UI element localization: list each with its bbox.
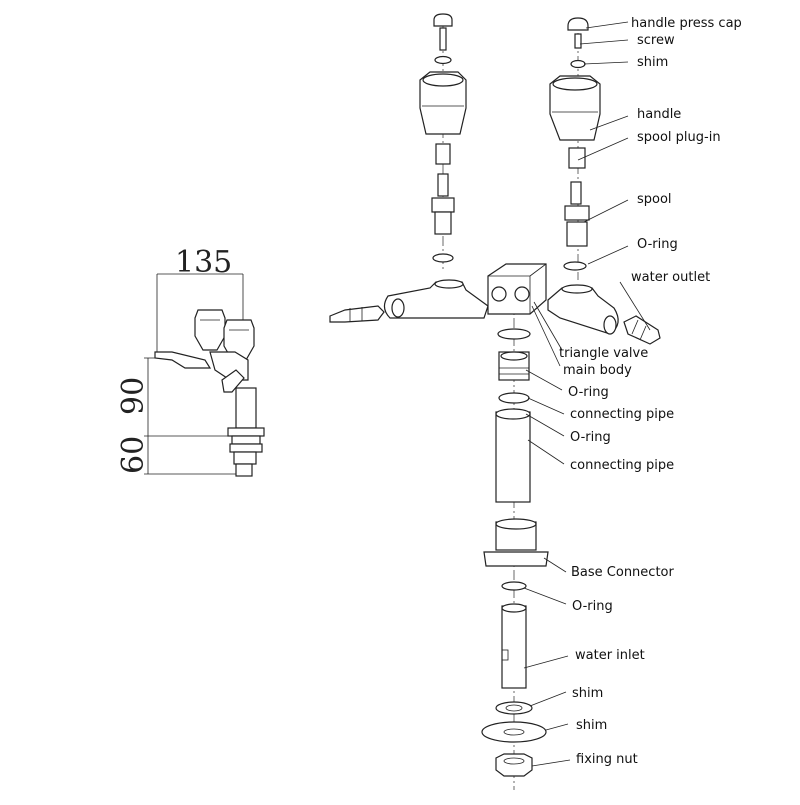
right-spout — [547, 284, 661, 345]
dimension-width: 135 — [175, 245, 232, 280]
label-o-ring-2: O-ring — [568, 385, 609, 400]
left-valve-stack — [419, 13, 467, 263]
label-spool-plug-in: spool plug-in — [637, 130, 721, 145]
label-connecting-pipe-1: connecting pipe — [570, 407, 674, 422]
left-spout — [329, 279, 489, 323]
leader-lines — [523, 21, 651, 767]
label-handle: handle — [637, 107, 681, 122]
label-o-ring-1: O-ring — [637, 237, 678, 252]
label-fixing-nut: fixing nut — [576, 752, 638, 767]
label-connecting-pipe-2: connecting pipe — [570, 458, 674, 473]
dimension-lower-height: 60 — [116, 436, 151, 474]
triangle-valve-body — [487, 263, 547, 315]
label-shim-top: shim — [637, 55, 668, 70]
label-o-ring-4: O-ring — [572, 599, 613, 614]
label-shim-1: shim — [572, 686, 603, 701]
label-o-ring-3: O-ring — [570, 430, 611, 445]
label-water-inlet: water inlet — [575, 648, 645, 663]
label-main-body: main body — [563, 363, 632, 378]
dimension-upper-height: 90 — [116, 377, 151, 415]
label-shim-2: shim — [576, 718, 607, 733]
central-stack — [481, 328, 549, 777]
label-screw: screw — [637, 33, 675, 48]
label-spool: spool — [637, 192, 672, 207]
label-handle-press-cap: handle press cap — [631, 16, 742, 31]
assembled-view: 135 90 60 — [116, 245, 265, 477]
label-water-outlet: water outlet — [631, 270, 710, 285]
part-labels: handle press cap screw shim handle spool… — [559, 16, 742, 767]
label-base-connector: Base Connector — [571, 565, 674, 580]
label-triangle-valve: triangle valve — [559, 346, 648, 361]
right-valve-stack — [549, 17, 601, 271]
